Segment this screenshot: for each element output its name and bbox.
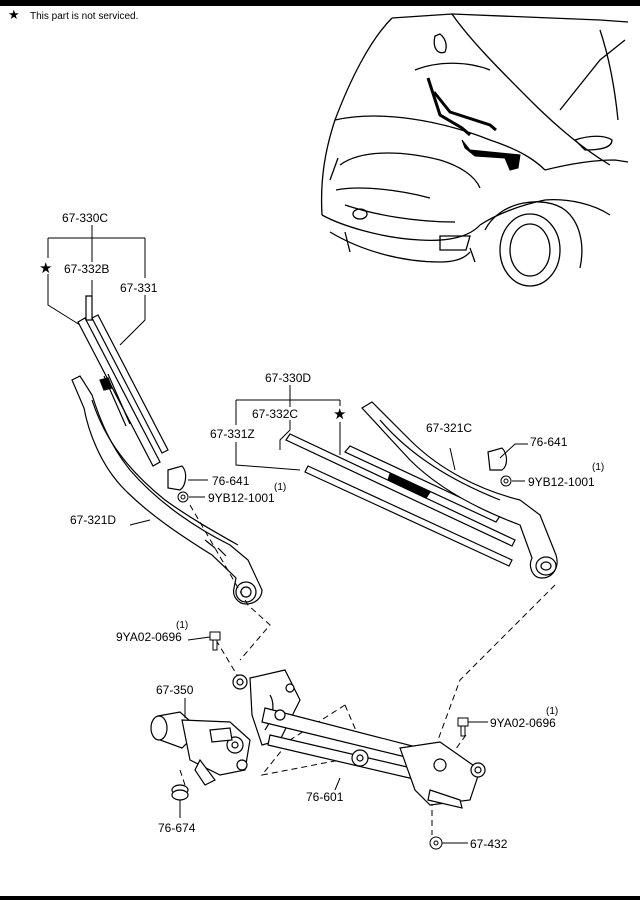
label-9YB12-1001-left: 9YB12-1001: [208, 491, 275, 505]
label-67-331Z: 67-331Z: [210, 427, 255, 441]
label-67-432: 67-432: [470, 837, 508, 851]
top-border: [0, 0, 640, 6]
qty-9YA02-right: (1): [546, 706, 558, 717]
legend-note: ★ This part is not serviced.: [8, 8, 139, 23]
grommet-76-674: [171, 784, 189, 801]
car-wiper-highlight: [426, 77, 521, 171]
label-67-332B: 67-332B: [64, 262, 109, 276]
left-blade-bracket: [47, 225, 146, 346]
wiper-linkage: [232, 669, 486, 809]
right-wiper-blade: [285, 433, 516, 567]
qty-9YB12-left: (1): [274, 482, 286, 493]
label-67-331: 67-331: [120, 281, 158, 295]
label-67-321C: 67-321C: [426, 421, 472, 435]
bottom-border: [0, 896, 640, 900]
wiper-motor: [150, 711, 251, 786]
label-76-641-right: 76-641: [530, 435, 568, 449]
label-67-332C: 67-332C: [252, 407, 298, 421]
left-wiper-arm: [71, 375, 263, 605]
left-wiper-blade: [77, 295, 169, 467]
right-cap-76-641: [487, 447, 508, 471]
label-67-350: 67-350: [156, 683, 194, 697]
nut-67-432: [429, 836, 443, 850]
bolt-9YA02-right: [457, 717, 469, 737]
star-icon-right: ★: [333, 405, 346, 423]
label-76-674: 76-674: [158, 821, 196, 835]
star-icon-left: ★: [39, 259, 52, 277]
right-nut-9YB12: [500, 475, 512, 487]
car-illustration: [320, 13, 629, 287]
label-67-330D: 67-330D: [265, 371, 311, 385]
right-wiper-arm: [361, 401, 558, 579]
qty-9YB12-right: (1): [592, 462, 604, 473]
qty-9YA02-left: (1): [176, 620, 188, 631]
label-76-641-left: 76-641: [212, 474, 250, 488]
label-67-330C: 67-330C: [62, 211, 108, 225]
star-icon: ★: [8, 8, 20, 23]
label-9YA02-0696-right: 9YA02-0696: [490, 716, 556, 730]
label-9YB12-1001-right: 9YB12-1001: [528, 475, 595, 489]
left-cap-76-641: [167, 465, 187, 491]
bolt-9YA02-left: [209, 631, 221, 651]
leader-lines: [129, 443, 528, 844]
label-67-321D: 67-321D: [70, 513, 116, 527]
label-9YA02-0696-left: 9YA02-0696: [116, 630, 182, 644]
left-nut-9YB12: [177, 491, 189, 503]
legend-note-text: This part is not serviced.: [30, 11, 139, 22]
right-blade-bracket: [235, 385, 341, 471]
label-76-601: 76-601: [306, 790, 344, 804]
